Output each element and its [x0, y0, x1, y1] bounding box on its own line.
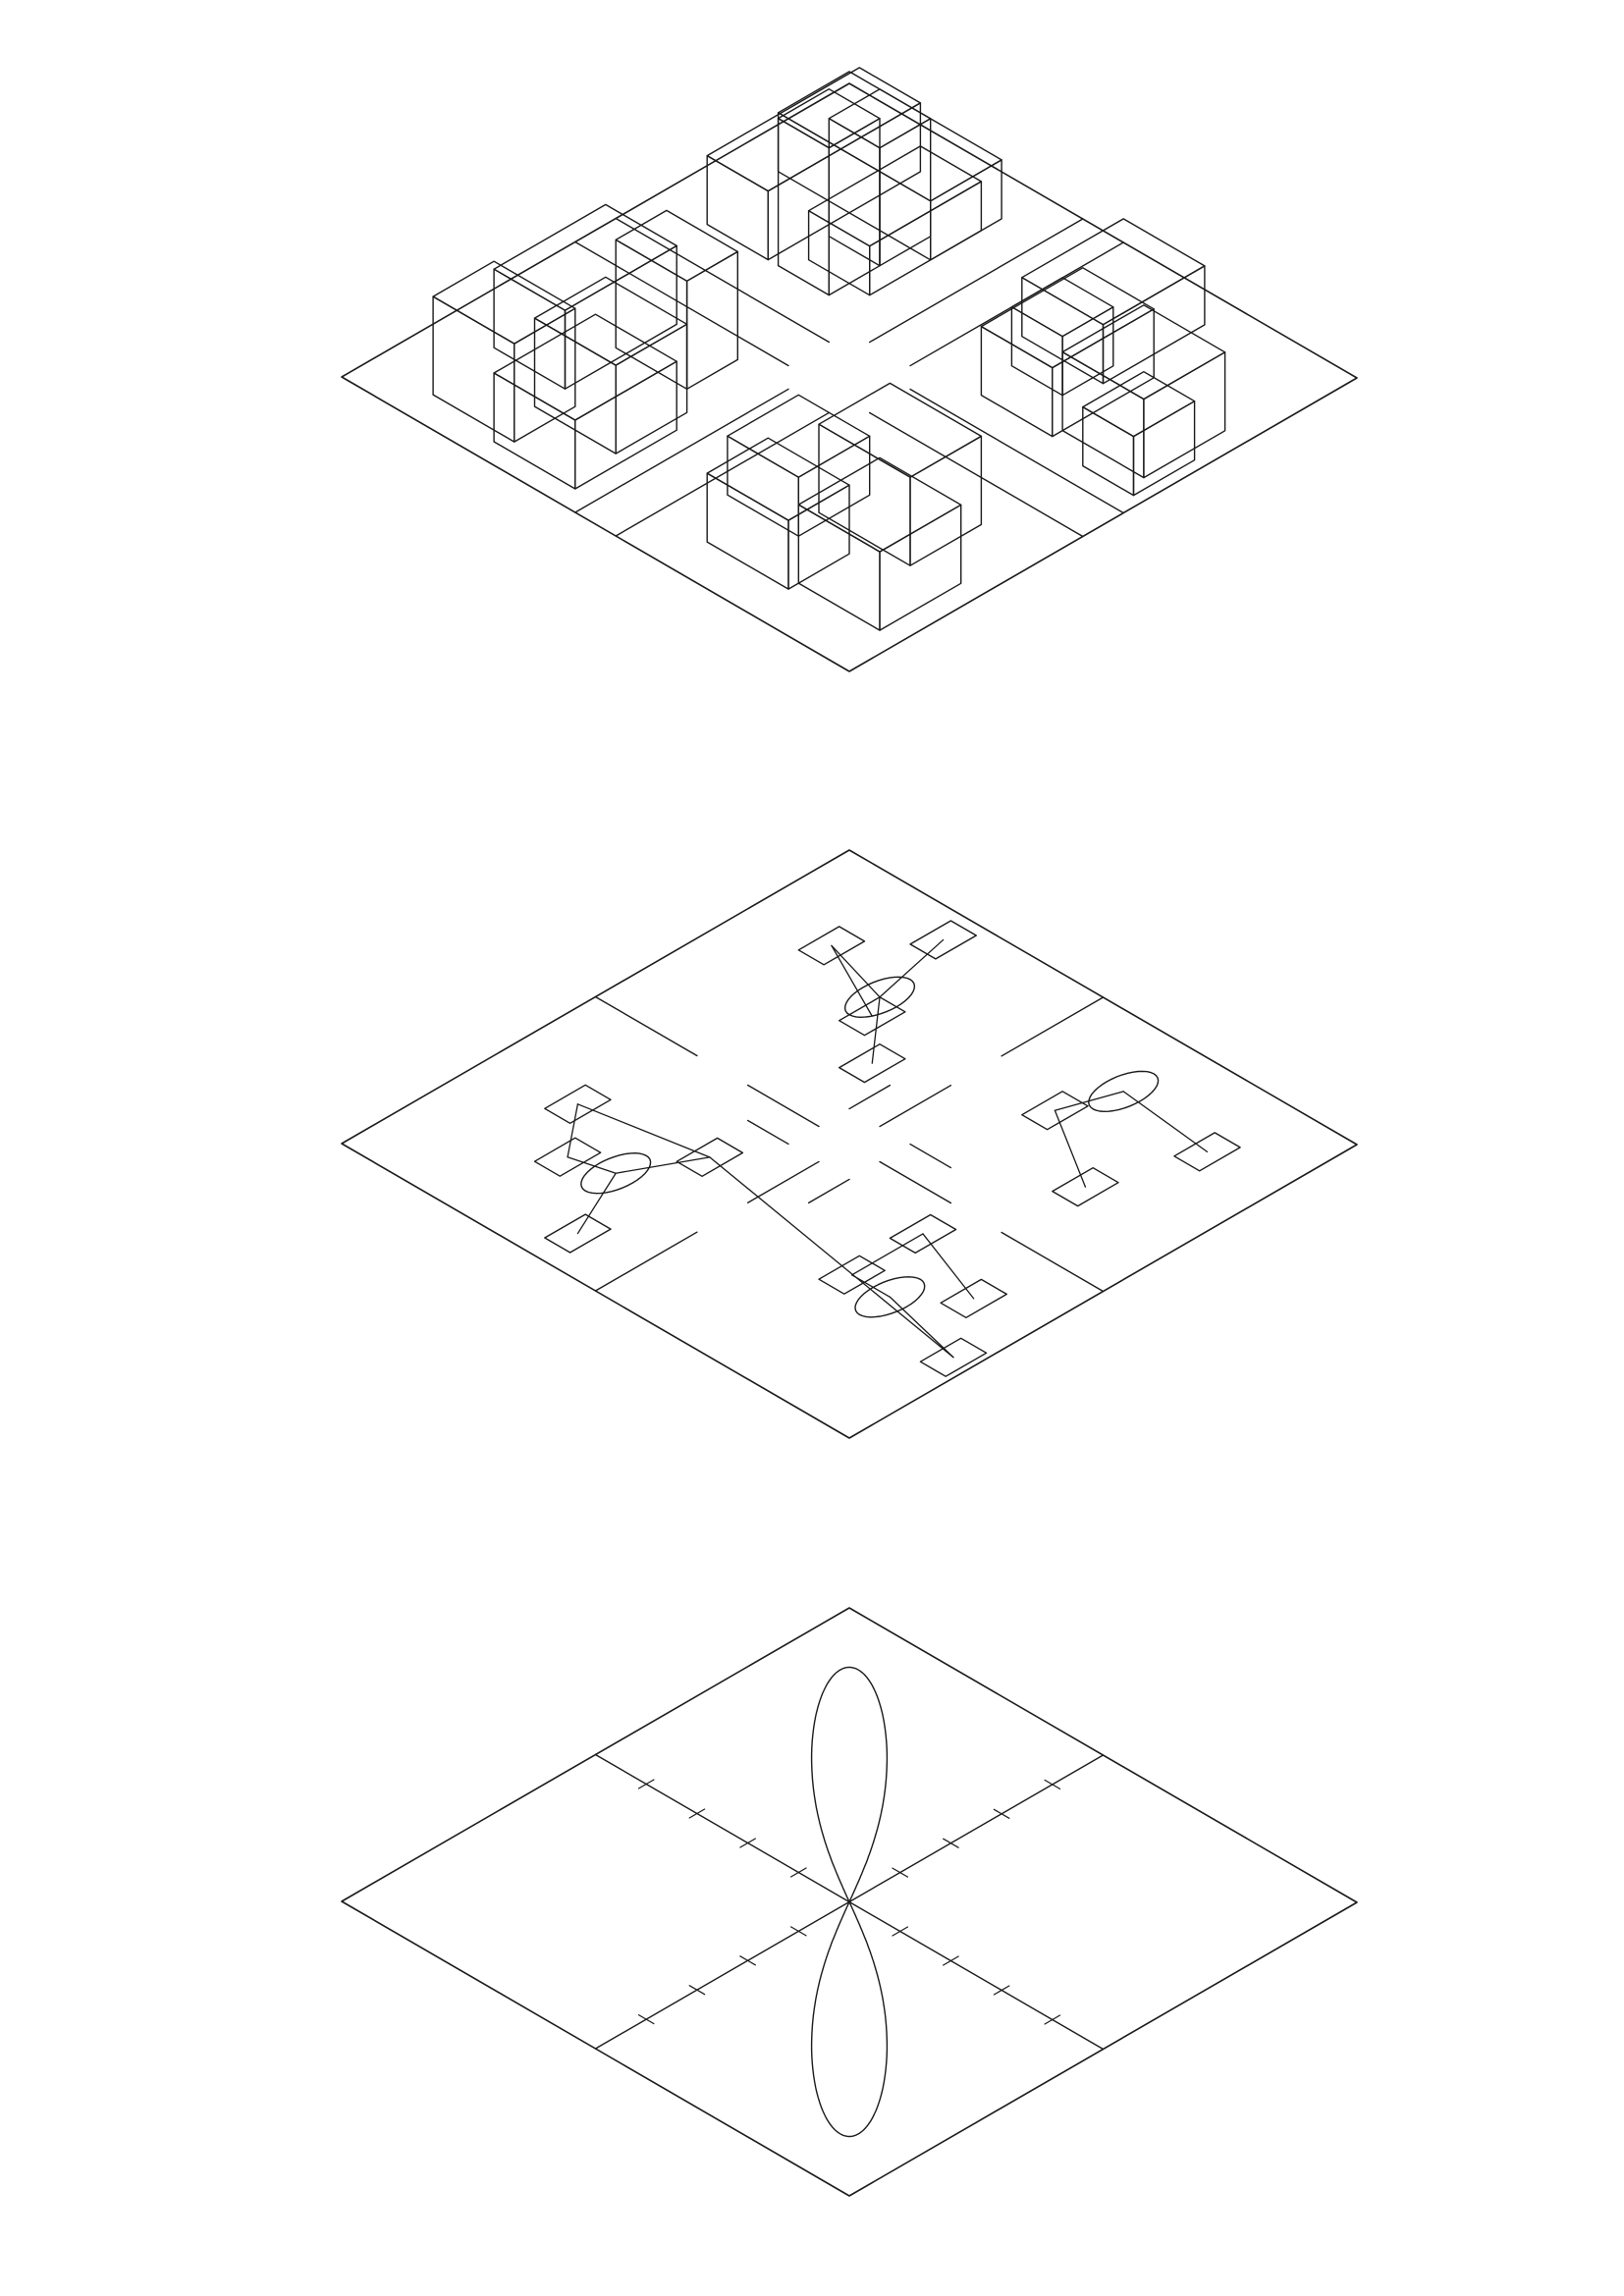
road-dash: [849, 1086, 890, 1109]
building-top: [779, 72, 1002, 201]
network-edge: [880, 939, 944, 996]
road-dash: [1001, 1233, 1103, 1292]
network-edge: [616, 1157, 710, 1173]
building-side: [931, 160, 1001, 260]
building-side: [779, 119, 830, 295]
building-side: [880, 505, 961, 630]
street-line: [870, 219, 1083, 343]
building-side: [1134, 401, 1195, 496]
network-edge: [577, 1173, 616, 1233]
building-top: [1062, 305, 1225, 400]
street-line: [575, 241, 788, 365]
network-edge: [832, 945, 872, 1016]
road-dash: [748, 1086, 819, 1127]
road-dash: [1001, 997, 1103, 1056]
figure-eight-curve: [812, 1668, 888, 2137]
network-edge: [832, 945, 880, 996]
road-dash: [910, 1145, 950, 1168]
building-side: [514, 308, 575, 442]
network-edge: [1055, 1110, 1085, 1187]
network-edge: [710, 1157, 953, 1358]
building-top: [535, 277, 687, 365]
road-dash: [809, 1179, 849, 1202]
building-side: [566, 245, 677, 389]
building-top: [433, 261, 575, 344]
network-edge: [568, 1104, 577, 1157]
network-edge: [890, 1297, 953, 1357]
building-top: [798, 457, 960, 552]
street-line: [575, 389, 788, 512]
building-side: [910, 436, 981, 565]
building-side: [433, 296, 514, 442]
building-side: [798, 505, 880, 630]
building-side: [1144, 352, 1225, 478]
road-dash: [748, 1120, 788, 1144]
building-top: [981, 268, 1154, 368]
building-side: [575, 361, 677, 489]
network-edge: [1123, 1092, 1207, 1151]
road-dash: [596, 997, 697, 1056]
curve-layer: [342, 1608, 1357, 2196]
street-line: [616, 219, 829, 343]
building-side: [1083, 407, 1134, 496]
network-edge: [1055, 1092, 1123, 1110]
city-layer: [342, 68, 1357, 671]
road-dash: [880, 1162, 950, 1203]
building-side: [707, 156, 768, 260]
building-side: [687, 251, 738, 389]
building-side: [707, 473, 788, 589]
building-side: [1011, 307, 1062, 396]
network-edge: [852, 1234, 923, 1275]
building-side: [809, 211, 870, 295]
road-dash: [880, 1086, 950, 1127]
building-top: [707, 68, 920, 191]
network-edge: [923, 1234, 974, 1299]
building-side: [981, 327, 1052, 437]
building-top: [1011, 278, 1112, 337]
street-line: [870, 412, 1083, 536]
network-edge: [577, 1104, 709, 1157]
building-top: [707, 438, 849, 520]
street-line: [616, 412, 829, 536]
road-dash: [596, 1232, 697, 1291]
building-side: [880, 119, 931, 266]
network-layer: [342, 850, 1357, 1438]
layer-plate: [342, 850, 1357, 1438]
building-side: [829, 119, 880, 295]
